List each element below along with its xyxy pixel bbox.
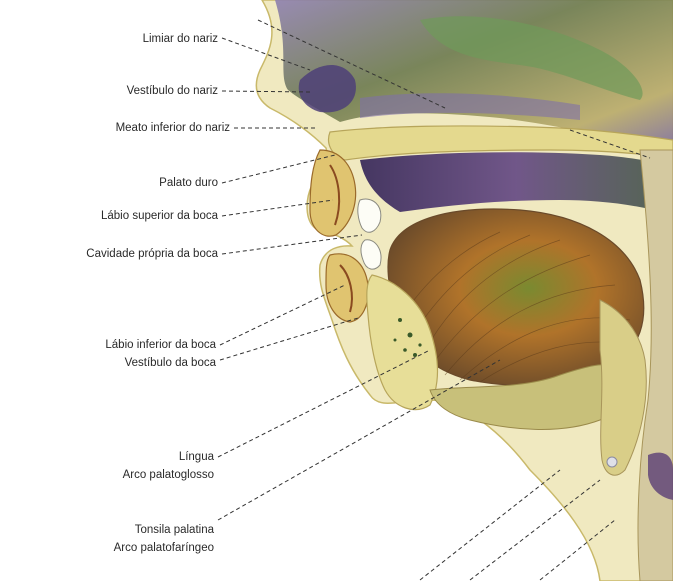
label-arco-palatoglosso: Arco palatoglosso xyxy=(0,468,214,482)
label-lingua: Língua xyxy=(0,450,214,464)
label-labio-inferior: Lábio inferior da boca xyxy=(0,338,216,352)
label-vestibulo-do-nariz: Vestíbulo do nariz xyxy=(0,84,218,98)
label-arco-palatofaringeo: Arco palatofaríngeo xyxy=(0,541,214,555)
label-cavidade-propria: Cavidade própria da boca xyxy=(0,247,218,261)
label-tonsila-palatina: Tonsila palatina xyxy=(0,523,214,537)
upper-incisor xyxy=(358,199,381,232)
label-vestibulo-da-boca: Vestíbulo da boca xyxy=(0,356,216,370)
label-palato-duro: Palato duro xyxy=(0,176,218,190)
label-limiar-do-nariz: Limiar do nariz xyxy=(0,32,218,46)
label-labio-superior: Lábio superior da boca xyxy=(0,209,218,223)
hyoid-mark xyxy=(607,457,617,467)
label-meato-inferior: Meato inferior do nariz xyxy=(0,121,230,135)
